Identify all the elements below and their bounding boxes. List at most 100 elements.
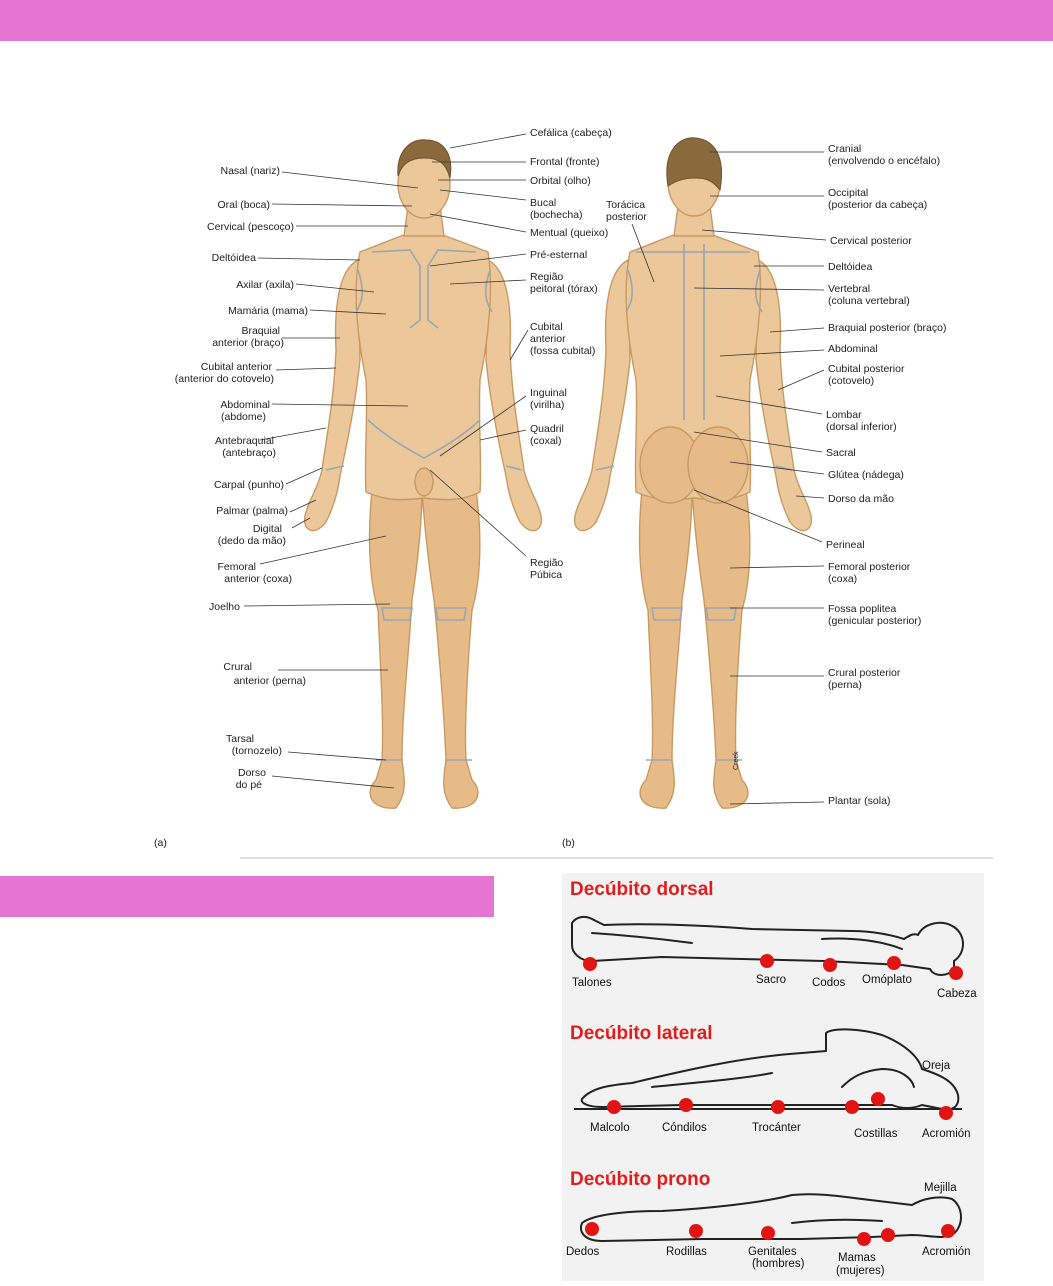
label-quadril-1: Quadril (530, 423, 564, 435)
label-abdominal-2: (abdome) (221, 411, 266, 423)
dot-costillas-1 (845, 1100, 859, 1114)
label-dorso-mao: Dorso da mão (828, 493, 894, 505)
label-cubital-2: anterior (530, 333, 566, 345)
dot-costillas-2 (871, 1092, 885, 1106)
label-crural-posterior-2: (perna) (828, 679, 862, 691)
label-peitoral-1: Região (530, 271, 563, 283)
label-dorso-2: do pé (236, 779, 262, 791)
label-braquial-1: Braquial (241, 325, 280, 337)
label-abdominal-post: Abdominal (828, 343, 878, 355)
label-pubica-1: Região (530, 557, 563, 569)
anterior-labels-right: Cefálica (cabeça) Frontal (fronte) Orbit… (530, 127, 612, 581)
dot-genitales (761, 1226, 775, 1240)
label-toracica-2: posterior (606, 211, 647, 223)
label-costillas: Costillas (854, 1128, 898, 1140)
label-inguinal-1: Inguinal (530, 387, 567, 399)
label-tarsal-2: (tornozelo) (232, 745, 282, 757)
title-lateral: Decúbito lateral (570, 1023, 713, 1044)
label-vertebral-1: Vertebral (828, 283, 870, 295)
label-frontal: Frontal (fronte) (530, 156, 599, 168)
dot-mamas-1 (857, 1232, 871, 1246)
label-tarsal-1: Tarsal (226, 733, 254, 745)
dot-acromion-lateral (939, 1106, 953, 1120)
posterior-body (573, 137, 813, 809)
label-digital-2: (dedo da mão) (218, 535, 286, 547)
label-cervical-posterior: Cervical posterior (830, 235, 912, 247)
dot-trocanter (771, 1100, 785, 1114)
label-femoral-posterior-2: (coxa) (828, 573, 857, 585)
label-crural-1: Crural (223, 661, 252, 673)
label-quadril-2: (coxal) (530, 435, 562, 447)
dot-mamas-2 (881, 1228, 895, 1242)
top-header-band (0, 0, 1053, 41)
label-acromion-prono: Acromión (922, 1246, 971, 1258)
label-cranial-1: Cranial (828, 143, 861, 155)
label-hombres: (hombres) (752, 1258, 805, 1270)
label-trocanter: Trocánter (752, 1122, 801, 1134)
anatomical-regions-figure: Cefálica (cabeça) Frontal (fronte) Orbit… (154, 127, 993, 859)
position-dorsal: Decúbito dorsal Talones Sacro Codos Omóp… (570, 879, 977, 1000)
panel-letter-b: (b) (562, 837, 575, 849)
label-orbital: Orbital (olho) (530, 175, 591, 187)
label-mentual: Mentual (queixo) (530, 227, 608, 239)
title-prono: Decúbito prono (570, 1169, 710, 1190)
dot-condilos (679, 1098, 693, 1112)
label-sacro: Sacro (756, 974, 786, 986)
label-condilos: Cóndilos (662, 1122, 707, 1134)
label-joelho: Joelho (209, 601, 240, 613)
label-abdominal-1: Abdominal (220, 399, 270, 411)
label-cubital-posterior-2: (cotovelo) (828, 375, 874, 387)
label-perineal: Perineal (826, 539, 865, 551)
label-glutea: Glútea (nádega) (828, 469, 904, 481)
dot-malcolo (607, 1100, 621, 1114)
label-cubital-anterior-2: (anterior do cotovelo) (175, 373, 274, 385)
dot-cabeza (949, 966, 963, 980)
label-mamaria: Mamária (mama) (228, 305, 308, 317)
label-preesternal: Pré-esternal (530, 249, 587, 261)
label-mamas: Mamas (838, 1252, 876, 1264)
label-cranial-2: (envolvendo o encéfalo) (828, 155, 940, 167)
title-dorsal: Decúbito dorsal (570, 879, 714, 900)
label-sacral: Sacral (826, 447, 856, 459)
dot-omoplato (887, 956, 901, 970)
label-codos: Codos (812, 977, 845, 989)
label-bucal-2: (bochecha) (530, 209, 583, 221)
label-pubica-2: Púbica (530, 569, 562, 581)
label-digital-1: Digital (253, 523, 282, 535)
dot-dedos (585, 1222, 599, 1236)
label-antebraquial-1: Antebraquial (215, 435, 274, 447)
section-header-band (0, 876, 494, 917)
label-dedos: Dedos (566, 1246, 599, 1258)
dot-rodillas (689, 1224, 703, 1238)
label-malcolo: Malcolo (590, 1122, 630, 1134)
dot-codos (823, 958, 837, 972)
label-acromion-lateral: Acromión (922, 1128, 971, 1140)
label-lombar-2: (dorsal inferior) (826, 421, 897, 433)
leader-lines (243, 133, 827, 805)
label-rodillas: Rodillas (666, 1246, 707, 1258)
label-nasal: Nasal (nariz) (220, 165, 280, 177)
pressure-points-panel: Decúbito dorsal Talones Sacro Codos Omóp… (562, 873, 984, 1281)
label-oreja: Oreja (922, 1060, 951, 1072)
posterior-labels: Cranial (envolvendo o encéfalo) Occipita… (606, 143, 946, 807)
label-omoplato: Omóplato (862, 974, 912, 986)
label-cervical: Cervical (pescoço) (207, 221, 294, 233)
label-antebraquial-2: (antebraço) (222, 447, 276, 459)
label-fossa-1: Fossa poplitea (828, 603, 896, 615)
label-oral: Oral (boca) (217, 199, 270, 211)
label-deltoidea: Deltóidea (212, 252, 257, 264)
position-prono: Decúbito prono Mejilla Dedos Rodillas Ge… (566, 1169, 971, 1277)
label-cabeza: Cabeza (937, 988, 977, 1000)
label-femoral-1: Femoral (217, 561, 256, 573)
label-bucal-1: Bucal (530, 197, 556, 209)
anterior-body (303, 139, 543, 809)
label-toracica-1: Torácica (606, 199, 645, 211)
label-genitales: Genitales (748, 1246, 797, 1258)
label-plantar: Plantar (sola) (828, 795, 890, 807)
label-femoral-2: anterior (coxa) (224, 573, 292, 585)
label-peitoral-2: peitoral (tórax) (530, 283, 598, 295)
label-cubital-posterior-1: Cubital posterior (828, 363, 905, 375)
decubitus-positions-figure: Decúbito dorsal Talones Sacro Codos Omóp… (566, 879, 977, 1277)
label-vertebral-2: (coluna vertebral) (828, 295, 910, 307)
label-crural-2: anterior (perna) (234, 675, 306, 687)
